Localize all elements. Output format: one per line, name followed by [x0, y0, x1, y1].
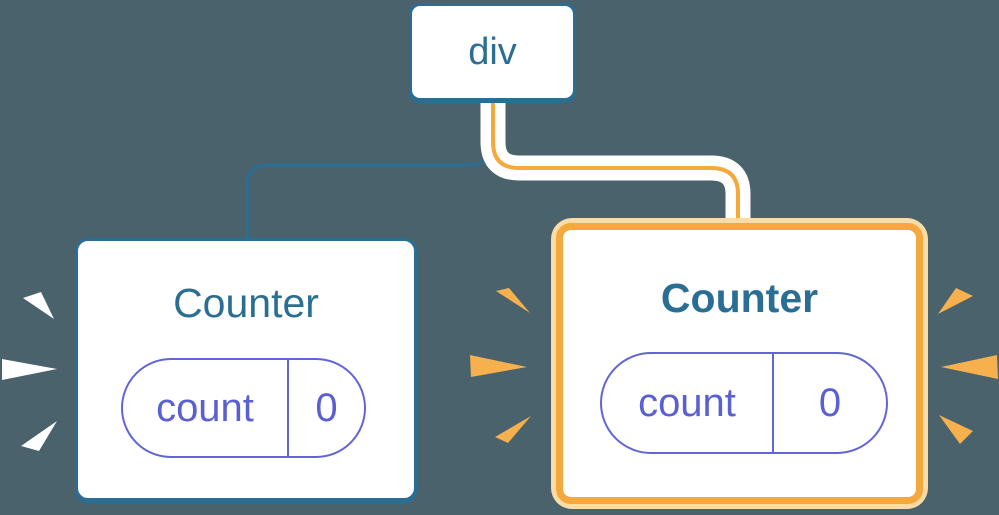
- state-key: count: [123, 360, 289, 456]
- state-key: count: [602, 354, 774, 452]
- spark-icon: [470, 355, 527, 377]
- spark-icon: [939, 415, 973, 444]
- edge-div-to-left-counter: [245, 99, 492, 242]
- counter-card-left: Counter count 0: [75, 238, 417, 501]
- state-pill: count 0: [121, 358, 366, 458]
- root-node-label: div: [468, 30, 517, 73]
- spark-icon: [938, 288, 973, 314]
- state-value: 0: [315, 385, 338, 430]
- spark-icon: [496, 288, 530, 313]
- root-node-div: div: [409, 3, 576, 101]
- edge-div-to-right-counter: [491, 99, 740, 228]
- edge-halo: [480, 99, 751, 224]
- counter-card-right-highlight: Counter count 0: [551, 218, 928, 509]
- counter-title: Counter: [660, 275, 819, 321]
- spark-icon: [941, 355, 998, 379]
- spark-icon: [495, 416, 531, 443]
- spark-icon: [23, 292, 54, 319]
- state-value: 0: [818, 380, 842, 425]
- spark-icon: [2, 359, 57, 380]
- spark-icon: [21, 421, 57, 451]
- state-pill: count 0: [600, 352, 888, 454]
- counter-title: Counter: [173, 280, 319, 326]
- counter-card-right-inner: Counter count 0: [556, 223, 923, 504]
